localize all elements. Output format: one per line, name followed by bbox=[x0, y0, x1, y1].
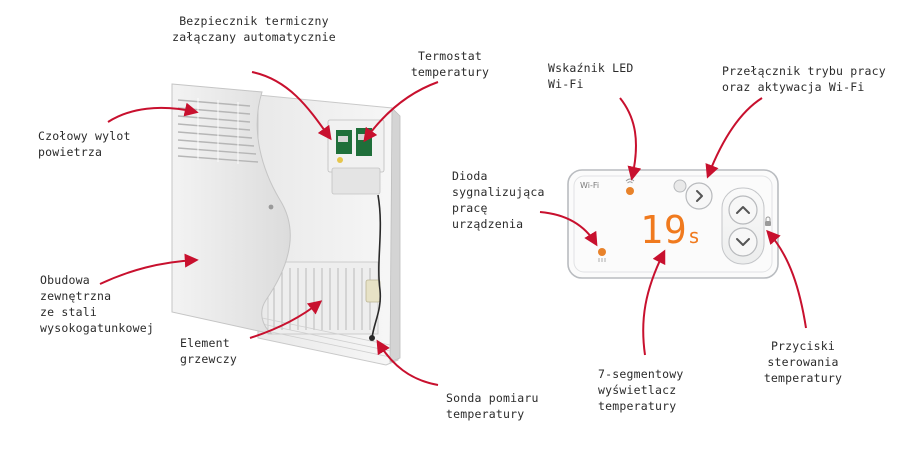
front-cover bbox=[171, 83, 291, 335]
sensor-wire bbox=[371, 194, 382, 339]
arrow-obudowa bbox=[99, 253, 199, 285]
label-przyciski-line3: temperatury bbox=[763, 371, 843, 385]
label-sonda: Sonda pomiaru temperatury bbox=[446, 390, 539, 422]
temperature-probe bbox=[369, 335, 375, 341]
label-led-line1: Wskaźnik LED bbox=[548, 61, 634, 75]
chevron-right-icon bbox=[696, 190, 703, 202]
label-przelacznik-line1: Przełącznik trybu pracy bbox=[722, 64, 886, 78]
label-element-line2: grzewczy bbox=[180, 352, 237, 366]
control-panel: Wi-Fi 19 s bbox=[567, 169, 779, 279]
arrow-przyciski bbox=[766, 229, 807, 329]
chevron-up-icon bbox=[736, 206, 750, 214]
label-dioda-line2: sygnalizująca bbox=[452, 185, 545, 199]
chevron-down-icon bbox=[736, 238, 750, 246]
arrow-sonda bbox=[376, 339, 439, 386]
lock-icon bbox=[765, 216, 771, 226]
temperature-display: 19 bbox=[640, 208, 688, 252]
label-przyciski-line1: Przyciski bbox=[770, 339, 836, 353]
label-wyswietlacz-line1: 7-segmentowy bbox=[598, 367, 684, 381]
label-wyswietlacz-line3: temperatury bbox=[598, 399, 677, 413]
callout-arrows bbox=[99, 71, 807, 386]
heater-side bbox=[389, 107, 401, 363]
arrow-dioda bbox=[539, 211, 598, 247]
label-dioda: Dioda sygnalizująca pracę urządzenia bbox=[452, 168, 545, 232]
label-wyswietlacz: 7-segmentowy wyświetlacz temperatury bbox=[598, 366, 683, 414]
label-wylot: Czołowy wylot powietrza bbox=[38, 128, 131, 160]
arrow-wylot bbox=[107, 102, 199, 123]
label-element: Element grzewczy bbox=[180, 335, 237, 367]
label-led: Wskaźnik LED Wi-Fi bbox=[548, 60, 633, 92]
label-termostat-line2: temperatury bbox=[410, 65, 490, 79]
arrow-wyswietlacz bbox=[642, 249, 666, 356]
operation-led bbox=[598, 248, 606, 262]
label-dioda-line1: Dioda bbox=[452, 169, 488, 183]
label-obudowa: Obudowa zewnętrzna ze stali wysokogatunk… bbox=[40, 272, 154, 336]
arrow-element bbox=[249, 300, 323, 339]
mode-switch-button[interactable] bbox=[673, 179, 713, 210]
label-sonda-line1: Sonda pomiaru bbox=[446, 391, 539, 405]
label-przelacznik: Przełącznik trybu pracy oraz aktywacja W… bbox=[722, 63, 886, 95]
thermostat-module bbox=[327, 119, 385, 195]
wifi-label: Wi-Fi bbox=[580, 181, 599, 190]
label-przyciski: Przyciski sterowania temperatury bbox=[748, 338, 858, 386]
label-led-line2: Wi-Fi bbox=[548, 77, 584, 91]
label-bezpiecznik: Bezpiecznik termiczny załączany automaty… bbox=[154, 13, 354, 45]
label-wylot-line1: Czołowy wylot bbox=[38, 129, 131, 143]
label-bezpiecznik-line1: Bezpiecznik termiczny bbox=[179, 14, 329, 28]
heater-device bbox=[171, 83, 401, 366]
label-obudowa-line1: Obudowa bbox=[40, 273, 90, 287]
temperature-display-unit: s bbox=[688, 224, 700, 248]
panel-screw bbox=[268, 204, 274, 210]
arrow-termostat bbox=[363, 81, 439, 143]
label-element-line1: Element bbox=[180, 336, 230, 350]
label-dioda-line3: pracę bbox=[452, 201, 488, 215]
label-termostat: Termostat temperatury bbox=[395, 48, 505, 80]
heating-element bbox=[261, 261, 391, 358]
label-wyswietlacz-line2: wyświetlacz bbox=[598, 383, 677, 397]
arrow-led bbox=[619, 97, 642, 181]
heat-icon bbox=[598, 258, 606, 262]
temperature-down-button[interactable] bbox=[728, 227, 758, 257]
label-sonda-line2: temperatury bbox=[446, 407, 525, 421]
label-wylot-line2: powietrza bbox=[38, 145, 103, 159]
label-dioda-line4: urządzenia bbox=[452, 217, 524, 231]
label-przyciski-line2: sterowania bbox=[767, 355, 839, 369]
arrow-bezpiecznik bbox=[251, 71, 332, 141]
arrow-przelacznik bbox=[705, 97, 763, 179]
label-termostat-line1: Termostat bbox=[417, 49, 483, 63]
label-obudowa-line2: zewnętrzna bbox=[40, 289, 112, 303]
temperature-up-button[interactable] bbox=[728, 195, 758, 225]
label-obudowa-line3: ze stali bbox=[40, 305, 97, 319]
label-obudowa-line4: wysokogatunkowej bbox=[40, 321, 154, 335]
label-przelacznik-line2: oraz aktywacja Wi-Fi bbox=[722, 80, 865, 94]
label-bezpiecznik-line2: załączany automatycznie bbox=[172, 30, 336, 44]
